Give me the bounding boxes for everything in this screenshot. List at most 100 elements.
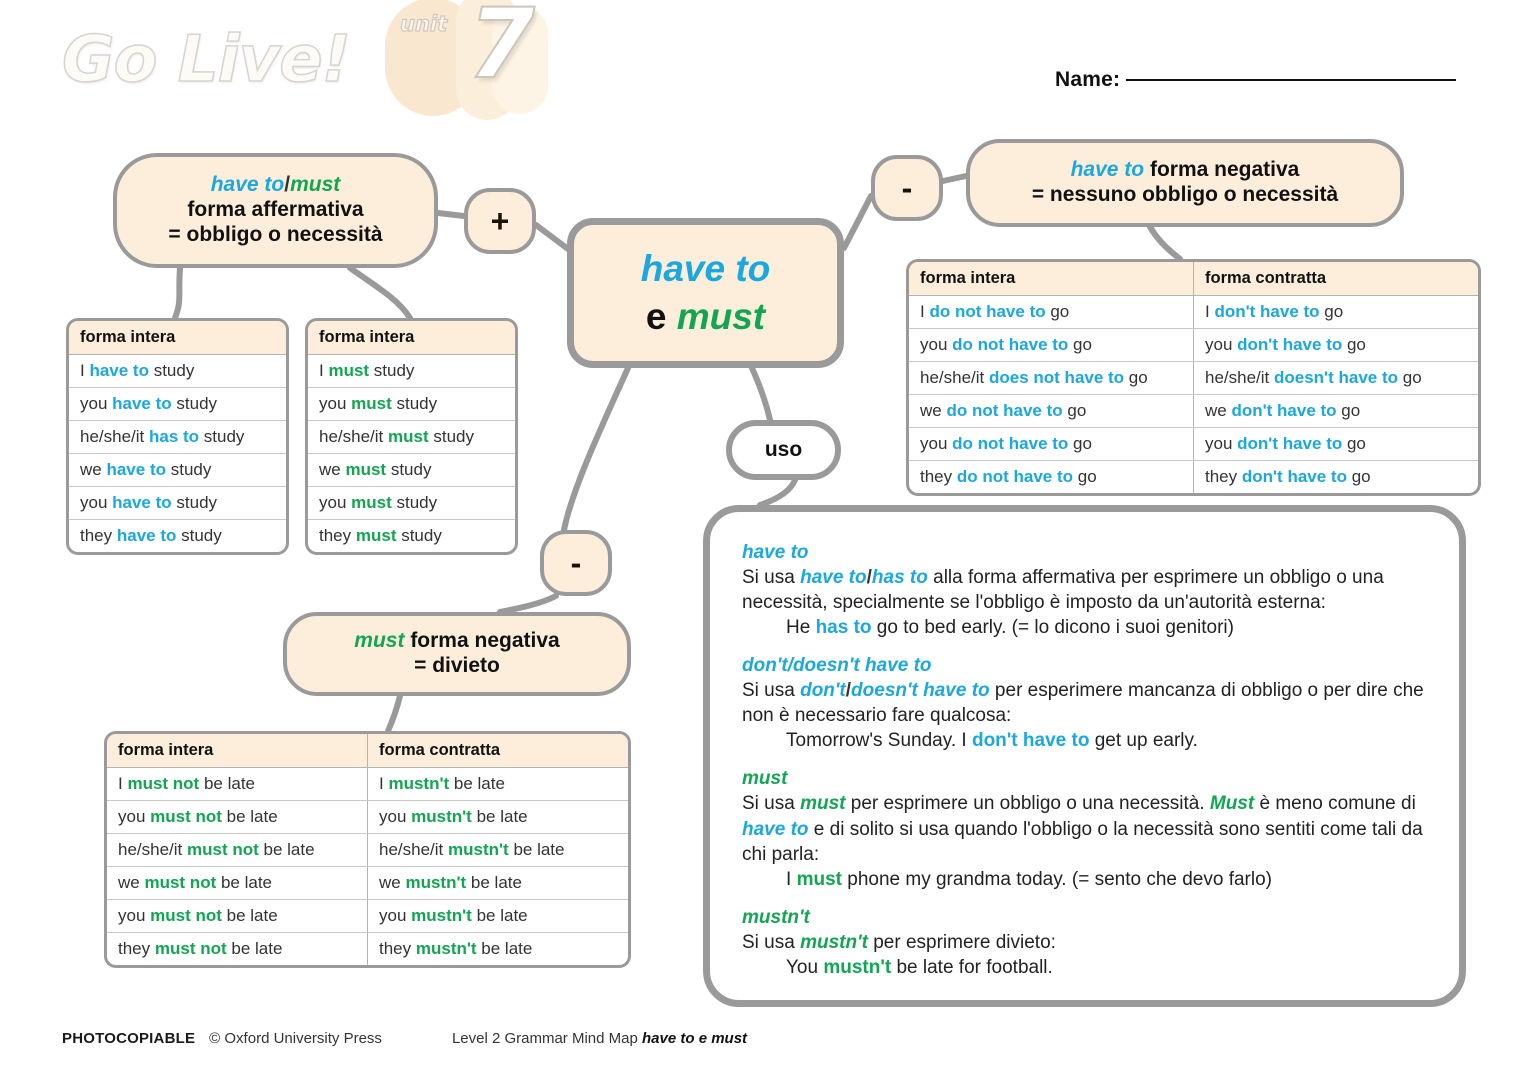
table-cell: you have to study [69,387,286,421]
node-central-topic: have to e must [567,218,844,368]
uso-term: doesn't have to [851,680,990,702]
table-cell: he/she/it does not have to go [909,361,1194,395]
table-cell: he/she/it must study [308,420,515,454]
highlighted-verb: have to [112,493,172,512]
uso-section-body: Si usa don't/doesn't have to per esperim… [742,680,1424,727]
highlighted-verb: doesn't have to [1274,368,1399,387]
uso-example: You mustn't be late for football. [786,956,1053,978]
uso-term: mustn't [800,931,868,953]
table-row: we must study [308,453,515,487]
table-cell: they do not have to go [920,467,1097,486]
highlighted-verb: mustn't [411,906,472,925]
central-term-have-to: have to [640,248,771,290]
negmust-line1-rest: forma negativa [410,629,560,653]
uso-term: have to [742,818,809,840]
table-cell: he/she/it mustn't be late [367,833,628,867]
footer-level: Level 2 Grammar Mind Map [451,1030,643,1047]
table-cell: I have to study [69,354,286,388]
highlighted-verb: don't have to [1214,302,1320,321]
table-cell: we must study [308,453,515,487]
footer-level-topic: have to e must [642,1030,748,1047]
uso-section-heading: mustn't [742,906,810,928]
uso-example: He has to go to bed early. (= lo dicono … [786,617,1234,639]
node-negative-must: must forma negativa = divieto [283,612,631,696]
highlighted-verb: have to [106,460,166,479]
highlighted-verb: don't have to [1241,467,1347,486]
highlighted-verb: must [351,493,392,512]
table-cell: you mustn't be late [367,899,628,933]
column-header: forma intera [69,321,286,355]
negmust-line2: = divieto [414,654,500,677]
name-input-rule[interactable] [1126,79,1457,81]
highlighted-verb: must not [154,939,227,958]
table-cell: you have to study [69,486,286,520]
affirm-separator: / [284,173,291,197]
table-cell: we have to study [69,453,286,487]
highlighted-verb: must not [187,840,259,859]
uso-example-term: has to [815,617,872,639]
table-cell: you mustn't be late [367,800,628,834]
column-header: forma intera [308,321,515,355]
table-row: I have to study [69,354,286,388]
column-header: forma contratta [367,734,628,768]
highlighted-verb: don't have to [1237,434,1343,453]
highlighted-verb: mustn't [388,774,450,793]
table-cell: you do not have to go [909,427,1194,461]
uso-section-body: Si usa must per esprimere un obbligo o u… [742,793,1423,865]
minus-badge-mid-icon: - [540,530,612,596]
highlighted-verb: have to [112,394,172,413]
table-cell: I mustn't be late [367,767,628,801]
table-row: we have to study [69,453,286,487]
table-cell: I don't have to go [1193,295,1478,329]
table-cell: they must not be late [118,939,283,958]
table-cell: we do not have to go [909,394,1194,428]
column-header: forma intera [107,734,368,768]
table-row: they must study [308,520,515,553]
table-cell: he/she/it has to study [69,420,286,454]
highlighted-verb: do not have to [929,302,1046,321]
uso-separator: / [845,680,852,702]
uso-term: Must [1209,793,1255,815]
table-cell: you must study [308,486,515,520]
table-row: you must study [308,387,515,421]
table-cell: you do not have to go [909,328,1194,362]
uso-example-term: mustn't [823,956,892,978]
neghave-line2: = nessuno obbligo o necessità [1031,183,1339,206]
connector-affirm-plus [435,210,467,219]
table-cell: he/she/it must not be late [107,833,368,867]
highlighted-verb: must [351,394,392,413]
table-cell: they have to study [80,526,222,545]
highlighted-verb: have to [116,526,177,545]
uso-term: must [800,793,846,815]
table-have-to-negative: forma intera forma contratta I do not ha… [906,259,1481,496]
column-header: forma intera [909,262,1194,296]
unit-pill-front [492,6,548,114]
highlighted-verb: must [388,427,429,446]
minus-badge-top-icon: - [871,155,943,221]
uso-section-heading: don't/doesn't have to [742,655,932,677]
highlighted-verb: does not have to [989,368,1125,387]
uso-example-term: don't have to [971,730,1090,752]
name-field[interactable]: Name: [1055,68,1457,92]
footer-copyright: © Oxford University Press [209,1030,382,1047]
table-row: you have to study [69,387,286,421]
logo-block: Go Live! [61,10,562,120]
table-cell: you don't have to go [1193,427,1478,461]
highlighted-verb: do not have to [952,335,1069,354]
negmust-term: must [354,629,405,653]
central-conjunction: e [645,296,667,337]
highlighted-verb: have to [89,361,149,380]
